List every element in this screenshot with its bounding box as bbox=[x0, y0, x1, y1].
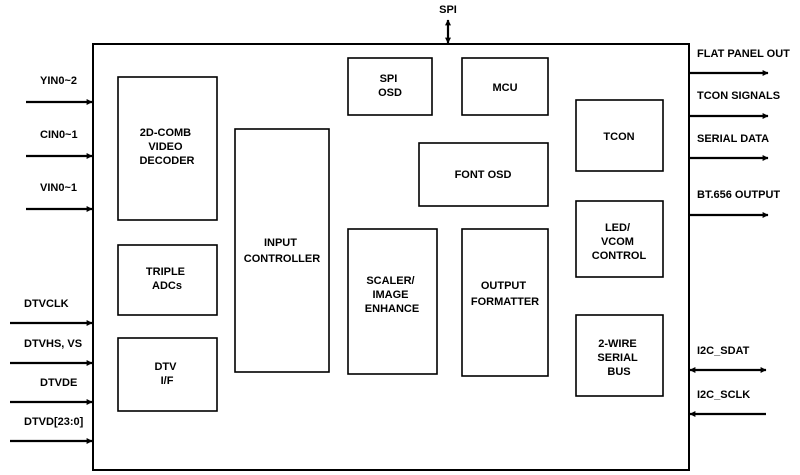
input-dtvde-label: DTVDE bbox=[40, 377, 77, 389]
output-tcon-signals-label: TCON SIGNALS bbox=[697, 90, 780, 102]
input-yin: YIN0~2 bbox=[26, 75, 93, 105]
svg-text:INPUT CONTROLLER: INPUT CONTROLLER bbox=[244, 237, 320, 265]
svg-text:2-WIRE SERIAL BUS: 2-WIRE SERIAL BUS bbox=[597, 338, 640, 378]
block-spi-osd-line1: SPI bbox=[380, 73, 398, 85]
spi-port-label: SPI bbox=[439, 4, 457, 16]
spi-port: SPI bbox=[439, 4, 457, 44]
svg-text:LED/ VCOM CONTROL: LED/ VCOM CONTROL bbox=[592, 222, 647, 262]
block-triple-adcs-line2: ADCs bbox=[152, 280, 182, 292]
block-scaler-line3: ENHANCE bbox=[365, 303, 419, 315]
block-two-wire-line3: BUS bbox=[607, 366, 630, 378]
block-output-formatter-line1: OUTPUT bbox=[481, 280, 527, 292]
block-input-controller-line2: CONTROLLER bbox=[244, 253, 320, 265]
block-input-controller-line1: INPUT bbox=[264, 237, 297, 249]
svg-text:SCALER/ IMAGE ENHA: SCALER/ IMAGE ENHANCE bbox=[365, 275, 419, 315]
block-two-wire: 2-WIRE SERIAL BUS bbox=[575, 314, 664, 397]
input-vin-label: VIN0~1 bbox=[40, 182, 77, 194]
block-two-wire-line1: 2-WIRE bbox=[598, 338, 637, 350]
block-scaler-line1: SCALER/ bbox=[366, 275, 414, 287]
block-input-controller: INPUT CONTROLLER bbox=[234, 128, 330, 373]
block-tcon-line1: TCON bbox=[603, 131, 634, 143]
block-two-wire-line2: SERIAL bbox=[597, 352, 638, 364]
io-i2c-sdat: I2C_SDAT bbox=[689, 345, 767, 373]
block-mcu-line1: MCU bbox=[492, 82, 517, 94]
output-bt656-label: BT.656 OUTPUT bbox=[697, 189, 780, 201]
block-spi-osd-line2: OSD bbox=[378, 87, 402, 99]
input-yin-label: YIN0~2 bbox=[40, 75, 77, 87]
block-scaler: SCALER/ IMAGE ENHANCE bbox=[347, 228, 438, 375]
input-cin: CIN0~1 bbox=[26, 129, 93, 159]
svg-text:TRIPLE ADCs: TRIPLE ADCs bbox=[146, 266, 188, 292]
block-tcon: TCON bbox=[575, 99, 664, 172]
block-spi-osd: SPI OSD bbox=[347, 57, 433, 116]
input-dtvclk-label: DTVCLK bbox=[24, 298, 69, 310]
input-cin-label: CIN0~1 bbox=[40, 129, 78, 141]
block-comb-decoder-line1: 2D-COMB bbox=[140, 127, 191, 139]
output-bt656: BT.656 OUTPUT bbox=[690, 189, 780, 218]
block-scaler-line2: IMAGE bbox=[372, 289, 408, 301]
block-font-osd: FONT OSD bbox=[418, 142, 549, 207]
block-comb-decoder: 2D-COMB VIDEO DECODER bbox=[117, 76, 218, 221]
block-triple-adcs: TRIPLE ADCs bbox=[117, 244, 218, 316]
input-dtvd: DTVD[23:0] bbox=[10, 416, 93, 444]
block-comb-decoder-line2: VIDEO bbox=[148, 141, 183, 153]
svg-text:SPI OSD: SPI OSD bbox=[378, 73, 402, 99]
block-mcu: MCU bbox=[461, 57, 549, 116]
block-triple-adcs-line1: TRIPLE bbox=[146, 266, 185, 278]
svg-text:OUTPUT FORMATTER: OUTPUT FORMATTER bbox=[471, 280, 539, 308]
block-output-formatter: OUTPUT FORMATTER bbox=[461, 228, 549, 377]
block-led-vcom-line3: CONTROL bbox=[592, 250, 647, 262]
output-flat-panel-label: FLAT PANEL OUT bbox=[697, 48, 790, 60]
block-led-vcom-line1: LED/ bbox=[605, 222, 630, 234]
input-dtvde: DTVDE bbox=[10, 377, 93, 405]
block-led-vcom-line2: VCOM bbox=[601, 236, 634, 248]
input-i2c-sclk: I2C_SCLK bbox=[689, 389, 766, 417]
block-dtv-if-line2: I/F bbox=[161, 375, 174, 387]
output-serial-data-label: SERIAL DATA bbox=[697, 133, 769, 145]
output-serial-data: SERIAL DATA bbox=[690, 133, 769, 161]
input-i2c-sclk-label: I2C_SCLK bbox=[697, 389, 750, 401]
input-dtvhs-vs-label: DTVHS, VS bbox=[24, 338, 82, 350]
input-dtvd-label: DTVD[23:0] bbox=[24, 416, 84, 428]
block-dtv-if-line1: DTV bbox=[154, 361, 177, 373]
svg-text:DTV I/F: DTV I/F bbox=[154, 361, 179, 387]
output-flat-panel: FLAT PANEL OUT bbox=[690, 48, 790, 76]
block-comb-decoder-line3: DECODER bbox=[139, 155, 194, 167]
block-font-osd-line1: FONT OSD bbox=[455, 169, 512, 181]
io-i2c-sdat-label: I2C_SDAT bbox=[697, 345, 750, 357]
block-led-vcom: LED/ VCOM CONTROL bbox=[575, 200, 664, 278]
input-dtvclk: DTVCLK bbox=[10, 298, 93, 326]
block-output-formatter-line2: FORMATTER bbox=[471, 296, 539, 308]
svg-text:2D-COMB VIDEO DECO: 2D-COMB VIDEO DECODER bbox=[139, 127, 194, 167]
input-vin: VIN0~1 bbox=[26, 182, 93, 212]
block-dtv-if: DTV I/F bbox=[117, 337, 218, 412]
output-tcon-signals: TCON SIGNALS bbox=[690, 90, 780, 119]
input-dtvhs-vs: DTVHS, VS bbox=[10, 338, 93, 366]
